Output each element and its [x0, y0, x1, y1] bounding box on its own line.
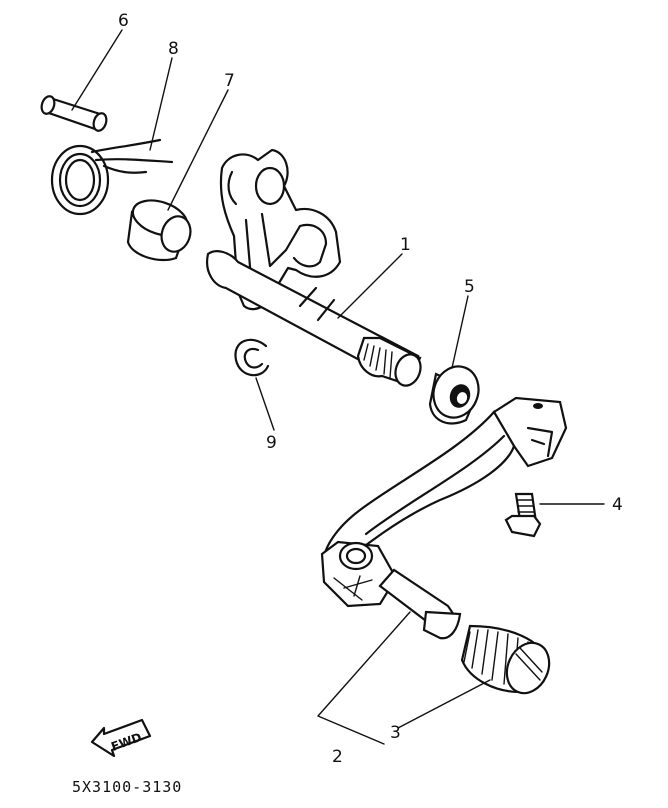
part-1-shift-shaft [206, 148, 422, 387]
leader-5 [451, 295, 469, 369]
leader-lines [71, 29, 605, 745]
callout-6: 6 [118, 11, 129, 31]
callout-4: 4 [612, 495, 623, 515]
callout-2: 2 [332, 747, 343, 767]
part-9-circlip [234, 338, 270, 377]
leader-9 [255, 377, 275, 431]
leader-6 [71, 29, 123, 111]
part-5-oil-seal [428, 365, 480, 425]
leader-7 [167, 89, 229, 211]
callout-9: 9 [266, 433, 277, 453]
callout-3: 3 [390, 723, 401, 743]
part-3-rubber-cover [460, 624, 551, 695]
part-4-bolt [504, 492, 542, 538]
callout-7: 7 [224, 71, 235, 91]
callout-1: 1 [400, 235, 411, 255]
leader-3 [397, 679, 491, 729]
fwd-label: FWD [109, 730, 143, 754]
leader-2 [317, 611, 411, 745]
fwd-arrow-icon: FWD [90, 718, 152, 758]
part-6-pin [40, 95, 108, 132]
leader-1 [337, 253, 403, 319]
part-2-shift-pedal [320, 396, 568, 640]
part-7-collar [126, 199, 192, 262]
callout-8: 8 [168, 39, 179, 59]
leader-8 [149, 57, 173, 151]
drawing-code: 5X3100-3130 [72, 778, 182, 796]
callout-5: 5 [464, 277, 475, 297]
part-8-spring [50, 138, 174, 216]
